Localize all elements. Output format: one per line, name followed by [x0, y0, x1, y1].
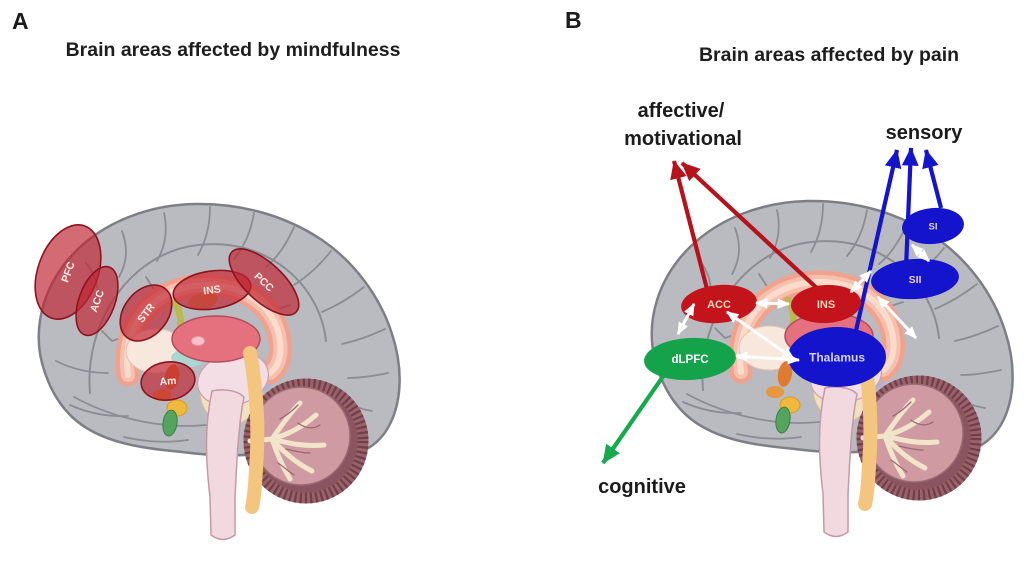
cognitive-label: cognitive — [598, 476, 686, 498]
connection-sii-thalamus — [876, 295, 918, 340]
region-a-pcc — [228, 248, 300, 316]
connection-dlpfc-thalamus — [734, 351, 801, 365]
connection-arrows — [676, 243, 931, 365]
panel-a-letter: A — [12, 8, 29, 34]
connection-acc-thalamus — [726, 310, 795, 361]
region-b-thalamus — [788, 327, 886, 387]
region-b-si-label: SI — [929, 222, 938, 233]
panel-a: A Brain areas affected by mindfulness PF… — [12, 8, 401, 540]
panel-b-letter: B — [565, 7, 582, 33]
region-b-acc-label: ACC — [707, 299, 731, 311]
arrow-sensory-from-si — [922, 149, 944, 209]
region-b-dlpfc-label: dLPFC — [671, 354, 708, 366]
panel-b: B Brain areas affected by pain affective… — [565, 7, 1013, 537]
panel-a-highlights — [34, 224, 300, 401]
region-a-am-label: Am — [159, 375, 177, 388]
affective-label-line1: affective/ — [638, 100, 725, 122]
arrow-affective-from-ins — [680, 161, 822, 293]
region-a-ins-label: INS — [203, 283, 222, 297]
panel-b-title: Brain areas affected by pain — [699, 44, 959, 66]
panel-b-regions — [644, 207, 964, 387]
region-b-si — [902, 207, 964, 245]
sensory-label: sensory — [886, 122, 964, 144]
arrow-cognitive-from-dlpfc — [601, 373, 666, 465]
region-a-acc — [75, 265, 119, 337]
region-a-am — [140, 361, 196, 401]
region-a-str — [119, 284, 173, 342]
connection-acc-ins — [754, 298, 791, 309]
region-b-ins — [791, 284, 861, 324]
connection-si-sii — [910, 243, 931, 263]
region-b-sii — [871, 258, 959, 300]
pathway-arrows — [601, 147, 944, 465]
arrow-sensory-from-sii — [901, 147, 919, 269]
affective-label-line2: motivational — [624, 128, 742, 150]
region-b-thalamus-label: Thalamus — [809, 351, 865, 365]
connection-ins-sii — [849, 269, 873, 294]
region-b-sii-label: SII — [909, 274, 922, 286]
region-b-dlpfc — [644, 337, 736, 381]
arrow-affective-from-acc — [670, 160, 711, 294]
connection-acc-dlpfc — [676, 302, 696, 336]
region-b-ins-label: INS — [817, 299, 835, 311]
arrow-sensory-from-thalamus — [852, 149, 902, 336]
panel-a-title: Brain areas affected by mindfulness — [66, 39, 401, 61]
panel-b-region-labels: ACC INS SI SII Thalamus dLPFC — [671, 222, 937, 367]
